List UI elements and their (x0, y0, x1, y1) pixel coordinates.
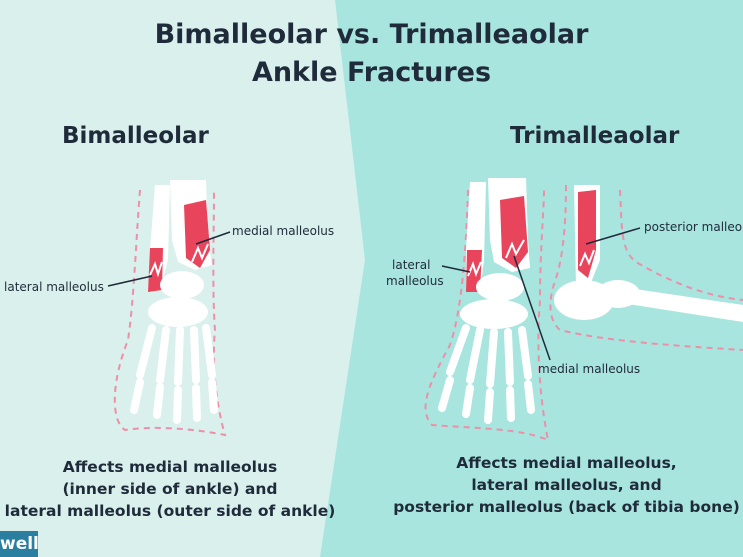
right-medial-crack (505, 239, 525, 259)
right-caption-line-2: lateral malleolus, and (471, 476, 662, 494)
left-caption-line-2: (inner side of ankle) and (62, 480, 278, 498)
posterior-pointer (585, 227, 641, 245)
left-medial-crack (191, 243, 209, 263)
left-caption-line-1: Affects medial malleolus (62, 458, 278, 476)
right-talus (476, 273, 524, 301)
brand-logo: well (0, 531, 39, 557)
left-lateral-malleolus-fracture (148, 248, 163, 292)
right-lateral-pointer (441, 265, 471, 273)
right-lateral-label-line-2: malleolus (386, 274, 444, 288)
right-caption-line-3: posterior malleolus (back of tibia bone) (393, 498, 740, 516)
left-tarsals (148, 297, 208, 327)
left-caption-line-3: lateral malleolus (outer side of ankle) (4, 502, 336, 520)
right-side-skin-outline-back (549, 184, 743, 351)
right-heading: Trimalleaolar (510, 123, 680, 149)
right-medial-label: medial malleolus (538, 362, 641, 376)
side-metatarsals (628, 288, 743, 322)
left-metatarsals (130, 324, 218, 424)
page-title-line-1: Bimalleolar vs. Trimalleaolar (154, 19, 589, 50)
right-medial-pointer (513, 255, 551, 361)
left-lateral-pointer (107, 275, 153, 287)
right-side-skin-outline-front (619, 189, 743, 301)
left-foot-diagram (107, 180, 231, 437)
right-front-foot-diagram (424, 178, 551, 442)
left-talus (160, 271, 204, 299)
right-posterior-label: posterior malleolus (644, 220, 743, 234)
right-panel-background (320, 0, 743, 557)
left-lateral-label: lateral malleolus (4, 280, 104, 294)
right-lateral-crack (467, 261, 482, 277)
left-medial-pointer (195, 231, 231, 245)
left-heading: Bimalleolar (62, 123, 209, 149)
left-lateral-crack (149, 261, 163, 278)
left-medial-label: medial malleolus (232, 224, 335, 238)
left-medial-malleolus-fracture (184, 200, 210, 268)
left-foot-skin-outline (113, 189, 227, 437)
right-side-foot-diagram (549, 184, 743, 351)
page-title-line-2: Ankle Fractures (251, 57, 492, 88)
right-metatarsals (438, 324, 535, 424)
right-medial-malleolus-fracture (500, 196, 528, 268)
right-tarsals (460, 299, 528, 329)
right-caption-line-1: Affects medial malleolus, (456, 454, 677, 472)
right-lateral-label-line-1: lateral (392, 258, 431, 272)
posterior-crack (579, 249, 595, 267)
